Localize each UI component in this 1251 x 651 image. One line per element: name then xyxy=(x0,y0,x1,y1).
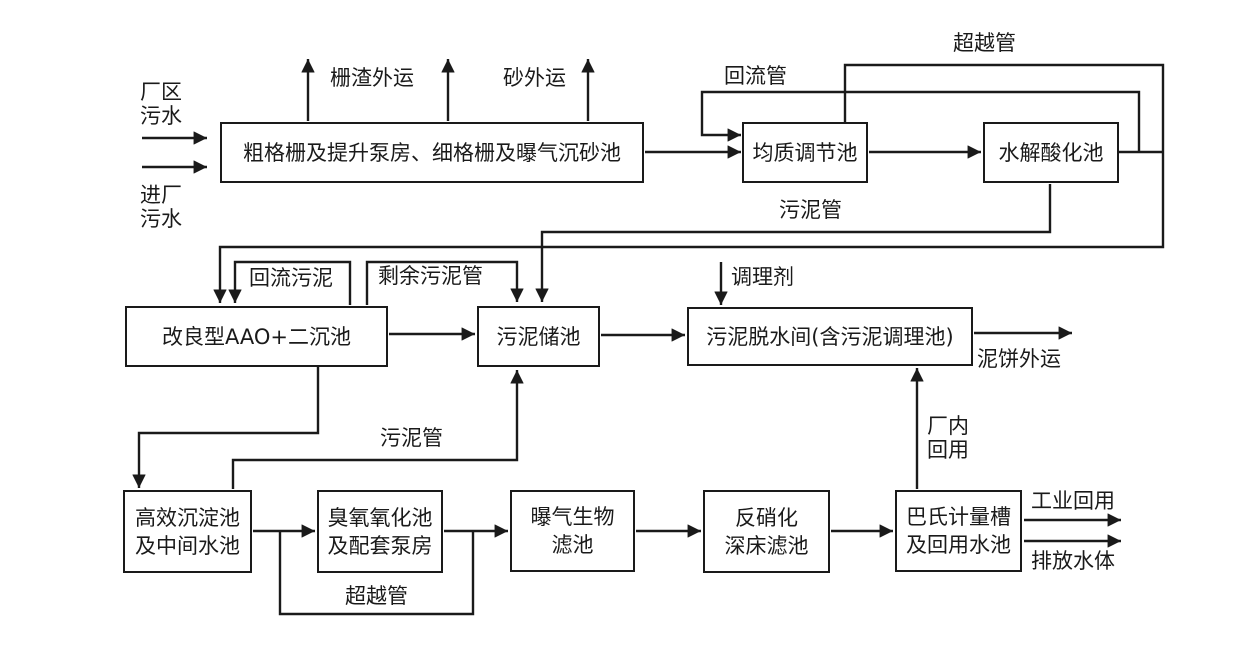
box-denitrification-deep-bed-filter: 反硝化 深床滤池 xyxy=(703,490,830,573)
label-screen-residue-out: 栅渣外运 xyxy=(330,66,414,90)
line-aao-to-sedimentation xyxy=(132,367,320,488)
box-sludge-storage-tank: 污泥储池 xyxy=(477,306,600,367)
line-return-pipe xyxy=(700,90,1141,152)
label-bypass-pipe-top: 超越管 xyxy=(953,31,1016,55)
box-equalization-tank: 均质调节池 xyxy=(742,122,868,183)
box-high-efficiency-sedimentation-tank: 高效沉淀池 及中间水池 xyxy=(123,490,252,573)
label-mud-cake-out: 泥饼外运 xyxy=(977,347,1061,371)
label-incoming-sewage: 进厂 污水 xyxy=(140,183,182,231)
box-sludge-dewatering-room: 污泥脱水间(含污泥调理池) xyxy=(687,307,973,366)
label-discharge-water: 排放水体 xyxy=(1031,549,1115,573)
box-aerated-biological-filter: 曝气生物 滤池 xyxy=(510,490,635,572)
label-return-pipe: 回流管 xyxy=(724,64,787,88)
label-factory-sewage: 厂区 污水 xyxy=(140,80,182,128)
label-return-sludge: 回流污泥 xyxy=(249,266,333,290)
box-parshall-flume-reuse-tank: 巴氏计量槽 及回用水池 xyxy=(895,490,1022,572)
box-aao-secondary-clarifier: 改良型AAO+二沉池 xyxy=(125,306,388,367)
label-sludge-pipe-bottom: 污泥管 xyxy=(380,426,443,450)
label-excess-sludge-pipe: 剩余污泥管 xyxy=(378,264,483,288)
line-excess-sludge-pipe xyxy=(365,260,524,305)
label-plant-reuse: 厂内 回用 xyxy=(927,414,969,462)
line-bypass-top-and-feed-to-aao xyxy=(213,63,1165,303)
box-pretreatment: 粗格栅及提升泵房、细格栅及曝气沉砂池 xyxy=(220,122,644,183)
label-sand-out: 砂外运 xyxy=(503,66,566,90)
label-bypass-pipe-bottom: 超越管 xyxy=(345,584,408,608)
line-bypass-bottom xyxy=(278,531,475,616)
line-sludge-pipe-sedimentation-to-storage xyxy=(231,370,524,489)
box-hydrolysis-acidification-tank: 水解酸化池 xyxy=(983,122,1119,183)
label-industrial-reuse: 工业回用 xyxy=(1031,489,1115,513)
line-return-sludge-loop xyxy=(228,260,352,305)
label-sludge-pipe-top: 污泥管 xyxy=(779,198,842,222)
label-conditioner: 调理剂 xyxy=(731,265,794,289)
box-ozone-oxidation-tank: 臭氧氧化池 及配套泵房 xyxy=(317,490,443,573)
line-sludge-pipe-hydrolysis-to-storage xyxy=(535,184,1052,302)
